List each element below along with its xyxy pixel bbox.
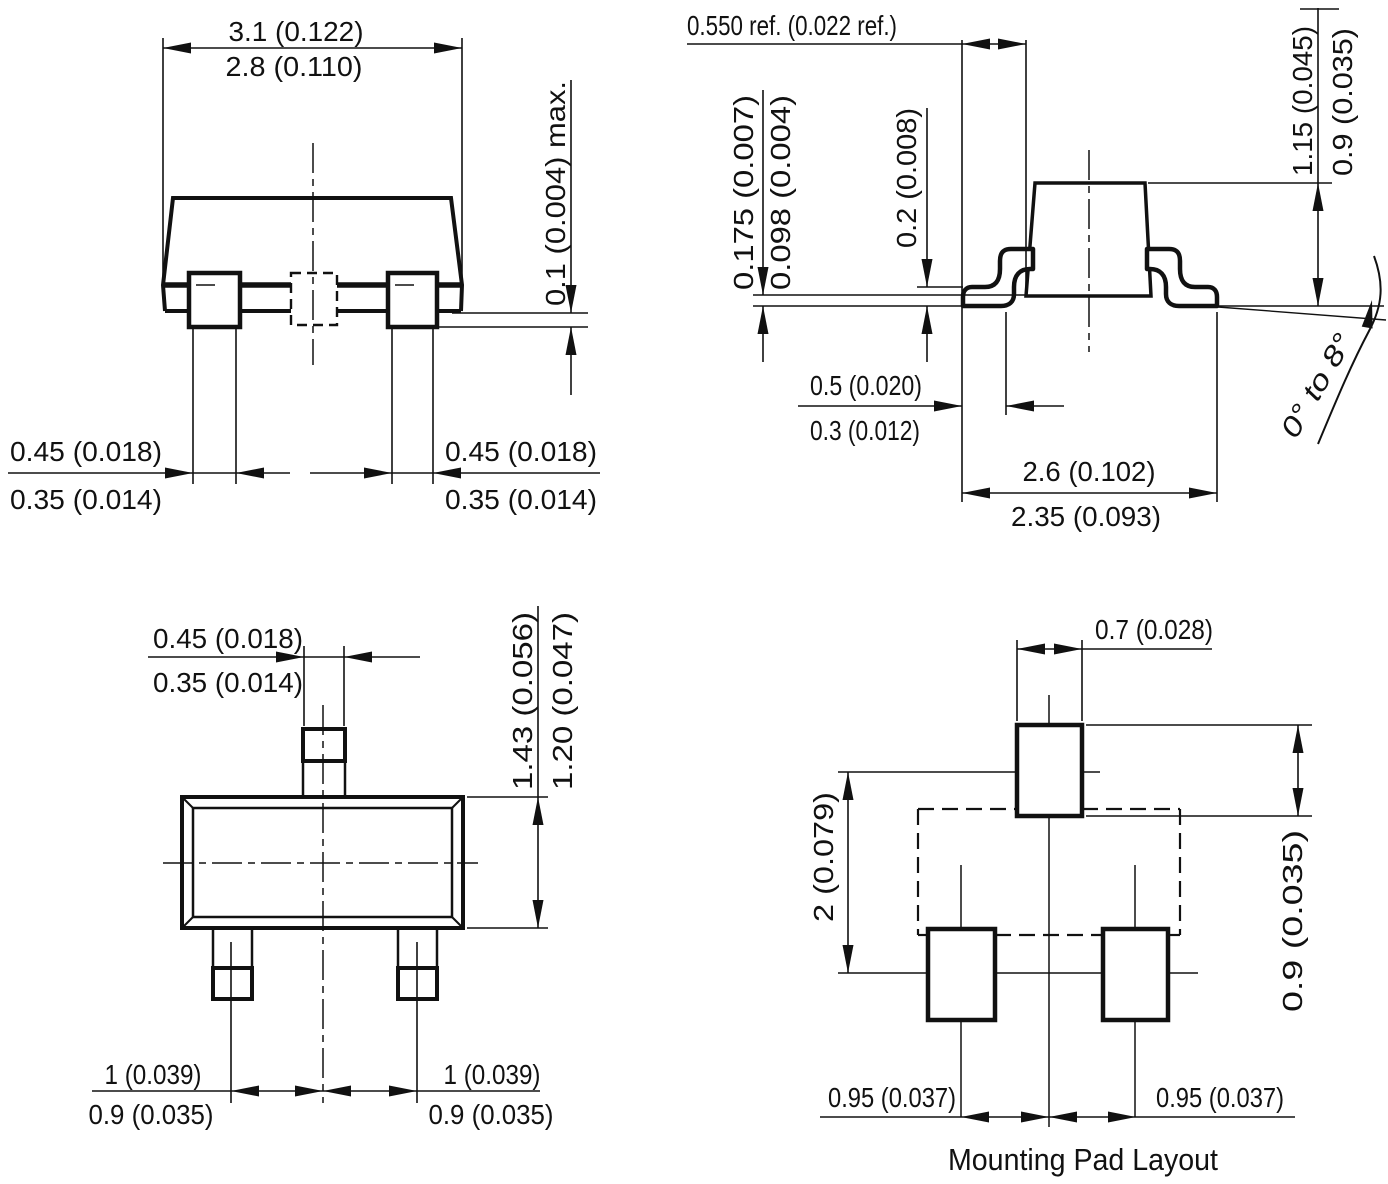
dim-label-standoff-max: 0.175 (0.007) [728,95,759,290]
pad-bottom-right [1100,926,1171,1023]
dim-label-lead-length-ref: 0.550 ref. (0.022 ref.) [687,10,897,41]
lead-collar-left [186,270,243,330]
dim-label-pad-pitch-right: 0.95 (0.037) [1156,1082,1284,1113]
dim-body-depth: 1.43 (0.056) 1.20 (0.047) [467,606,578,929]
dim-label-lead-width-left-max: 0.45 (0.018) [10,436,162,467]
dim-label-pitch-right-min: 0.9 (0.035) [429,1099,554,1130]
pad-top [1014,722,1085,819]
lead-top-center [301,727,347,797]
dim-label-body-depth-max: 1.43 (0.056) [507,612,538,790]
dim-label-pad-height: 0.9 (0.035) [1277,830,1308,1012]
dim-label-pitch-left-max: 1 (0.039) [105,1059,202,1090]
dim-label-body-height-max: 1.15 (0.045) [1287,26,1318,176]
dim-standoff-front: 0.1 (0.004) max. [437,80,588,395]
dim-label-body-depth-min: 1.20 (0.047) [547,612,578,790]
dim-label-top-lead-width-max: 0.45 (0.018) [153,623,303,654]
dim-lead-length-ref: 0.550 ref. (0.022 ref.) [687,10,1027,502]
dim-label-lead-width-right-min: 0.35 (0.014) [445,484,597,515]
dim-label-pitch-right-max: 1 (0.039) [444,1059,541,1090]
dim-pad-width: 0.7 (0.028) [1016,614,1213,721]
dim-label-body-width-min: 2.8 (0.110) [226,51,363,82]
dim-lead-pitch: 1 (0.039) 0.9 (0.035) 1 (0.039) 0.9 (0.0… [89,1059,554,1130]
dim-foot-length: 0.5 (0.020) 0.3 (0.012) [798,312,1064,446]
lead-collar-right [385,270,440,330]
pad-layout-caption: Mounting Pad Layout [948,1142,1218,1177]
dim-label-standoff-min: 0.098 (0.004) [765,95,796,290]
dim-body-width: 3.1 (0.122) 2.8 (0.110) [162,16,463,283]
dim-label-lead-thickness: 0.2 (0.008) [891,108,922,248]
dim-label-lead-span-min: 2.35 (0.093) [1011,501,1161,532]
dim-pad-height: 0.9 (0.035) [1086,724,1312,1012]
dim-label-lead-span-max: 2.6 (0.102) [1023,456,1156,487]
dim-label-pad-pitch-left: 0.95 (0.037) [828,1082,956,1113]
front-view: 3.1 (0.122) 2.8 (0.110) 0.1 (0.004) max.… [8,16,600,515]
dim-pad-pitch: 0.95 (0.037) 0.95 (0.037) [820,1082,1295,1123]
dim-label-standoff-front: 0.1 (0.004) max. [540,81,571,306]
package-body-front [160,196,465,312]
dim-label-pad-row-spacing: 2 (0.079) [808,792,839,922]
dim-body-height: 1.15 (0.045) 0.9 (0.035) [1148,8,1358,306]
dim-label-foot-length-min: 0.3 (0.012) [810,415,920,446]
dim-label-body-width-max: 3.1 (0.122) [229,16,364,47]
dim-label-lead-width-right-max: 0.45 (0.018) [445,436,597,467]
mounting-pad-layout: 0.7 (0.028) 0.9 (0.035) 2 (0.079) 0.95 (… [808,614,1312,1177]
body-corner-chamfers [181,796,464,929]
dim-standoff-side: 0.175 (0.007) 0.098 (0.004) [728,90,796,362]
dim-pad-row-spacing: 2 (0.079) [808,772,854,973]
pad-bottom-left [925,926,998,1023]
dim-lead-width-left: 0.45 (0.018) 0.35 (0.014) [8,436,290,515]
reference-plane-lines [753,286,1026,307]
dim-label-body-height-min: 0.9 (0.035) [1327,28,1358,176]
lead-bottom-left [211,928,254,1001]
dim-top-lead-width: 0.45 (0.018) 0.35 (0.014) [148,623,420,726]
dim-foot-angle: 0° to 8° [1217,255,1387,445]
top-view: 0.45 (0.018) 0.35 (0.014) 1.43 (0.056) 1… [89,606,578,1130]
dim-label-pitch-left-min: 0.9 (0.035) [89,1099,214,1130]
lead-edge-lines [192,327,434,484]
dim-label-lead-width-left-min: 0.35 (0.014) [10,484,162,515]
side-view: 0.550 ref. (0.022 ref.) 0.175 (0.007) 0.… [687,8,1387,532]
dim-label-top-lead-width-min: 0.35 (0.014) [153,667,303,698]
dim-label-foot-length-max: 0.5 (0.020) [810,370,922,401]
gullwing-lead-right [1144,246,1220,309]
dim-label-pad-width: 0.7 (0.028) [1095,614,1213,645]
dim-lead-width-right: 0.45 (0.018) 0.35 (0.014) [310,436,600,515]
lead-collar-center-hidden [289,271,339,327]
dim-lead-thickness: 0.2 (0.008) [891,108,933,362]
dim-lead-span: 2.6 (0.102) 2.35 (0.093) [962,312,1218,532]
gullwing-lead-left [960,246,1036,309]
dim-label-foot-angle: 0° to 8° [1274,328,1358,443]
